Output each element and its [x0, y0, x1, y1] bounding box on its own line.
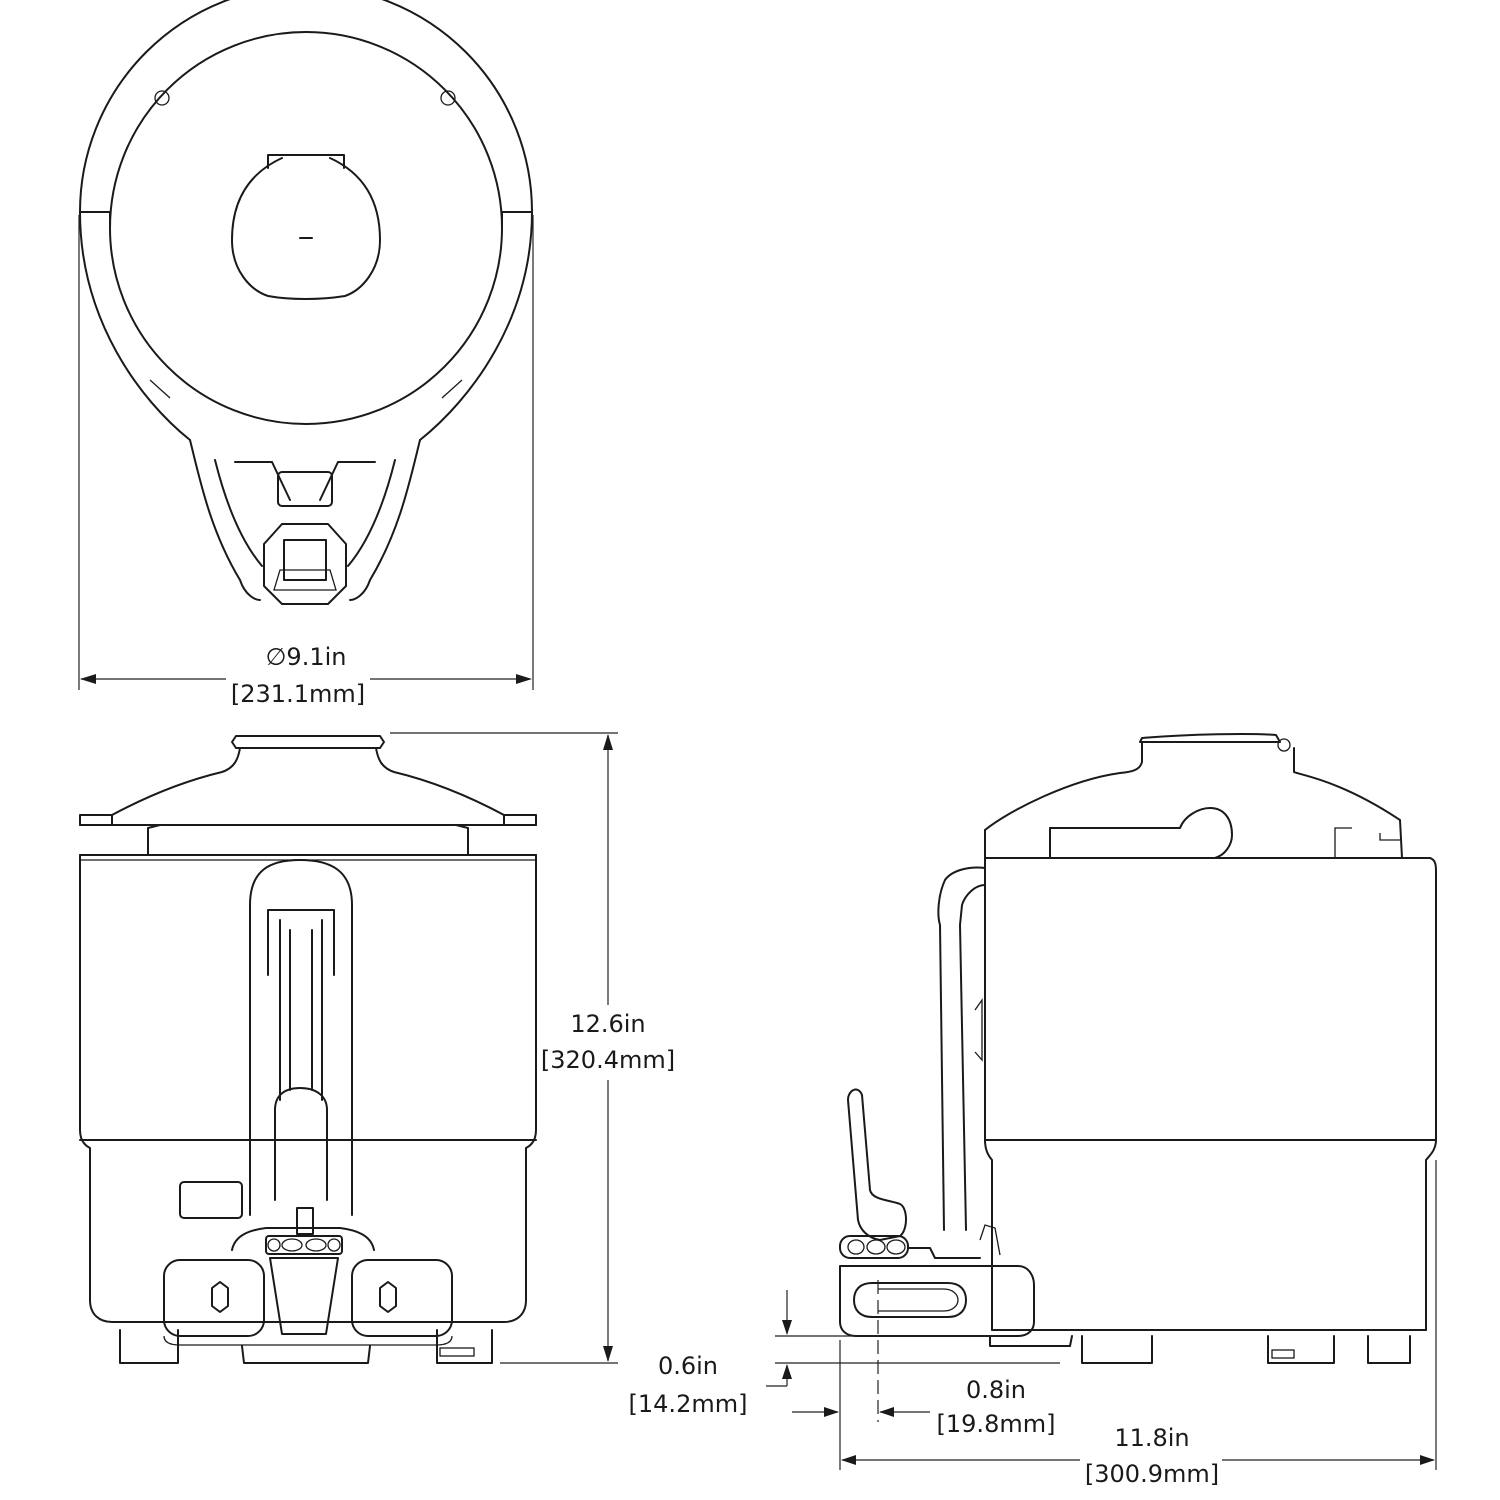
base-clearance-metric: [14.2mm] [629, 1390, 748, 1418]
side-view [839, 733, 1437, 1364]
spout-offset-dimension: 0.8in [19.8mm] [792, 1280, 1055, 1470]
base-clearance-imperial: 0.6in [658, 1352, 718, 1380]
front-view [79, 735, 537, 1364]
depth-dimension: 11.8in [300.9mm] [841, 1160, 1437, 1488]
diameter-metric: [231.1mm] [231, 680, 365, 708]
height-dimension: 12.6in [320.4mm] [390, 732, 675, 1364]
height-metric: [320.4mm] [541, 1046, 675, 1074]
diameter-dimension: ∅9.1in [231.1mm] [78, 215, 534, 708]
svg-text:∅9.1in: ∅9.1in [266, 643, 347, 671]
spout-offset-imperial: 0.8in [966, 1376, 1026, 1404]
height-imperial: 12.6in [570, 1010, 645, 1038]
diameter-symbol: ∅ [266, 643, 287, 671]
depth-imperial: 11.8in [1114, 1424, 1189, 1452]
base-clearance-dimension: 0.6in [14.2mm] [629, 1290, 1060, 1418]
diameter-imperial: 9.1in [286, 643, 346, 671]
depth-metric: [300.9mm] [1085, 1460, 1219, 1488]
spout-offset-metric: [19.8mm] [937, 1410, 1056, 1438]
top-view [79, 0, 533, 605]
